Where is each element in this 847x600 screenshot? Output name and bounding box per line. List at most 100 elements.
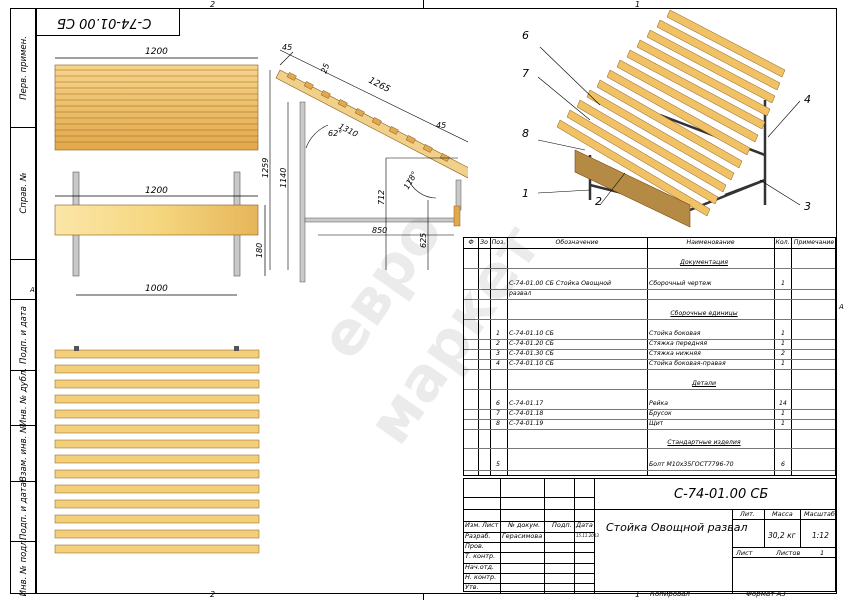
- designation-cell: развал: [509, 290, 532, 297]
- spec-header-cell: Кол.: [775, 239, 790, 246]
- tb-sheets-total: 1: [820, 549, 825, 557]
- top-divider: [423, 0, 424, 8]
- tb-label-massa: Масса: [772, 510, 793, 518]
- name-cell: Рейка: [649, 400, 669, 407]
- tb-label-podp: Подп.: [552, 521, 572, 529]
- dim-label: 712: [377, 190, 386, 205]
- dim-label: 625: [419, 233, 428, 248]
- name-cell: Сборочный чертеж: [649, 280, 712, 287]
- tb-developer: Герасимова: [502, 532, 543, 540]
- tb-label-nkontr: Н. контр.: [465, 573, 497, 581]
- dim-label: 1000: [145, 284, 168, 294]
- side-post: [299, 101, 306, 283]
- callout-label: 1: [522, 187, 529, 200]
- name-cell: Брусок: [649, 410, 672, 417]
- spec-header-cell: Примечание: [793, 239, 835, 246]
- spec-header-cell: Поз.: [491, 239, 506, 246]
- side-post-front: [455, 179, 462, 211]
- slanted-slats: [275, 69, 468, 179]
- name-cell: Стойка боковая: [649, 330, 701, 337]
- dim-label: 1259: [261, 158, 270, 178]
- spec-row: 5 Болт М10х35ГОСТ7796-70 6: [464, 460, 835, 471]
- name-cell: Щит: [649, 420, 664, 427]
- tb-label-list: Лист: [482, 521, 499, 529]
- zone-mark-right: А: [839, 303, 844, 311]
- front-board-side: [453, 205, 461, 227]
- dim-label: 62°: [328, 129, 342, 138]
- callout-label: 4: [804, 93, 811, 106]
- spec-header-cell: Обозначение: [555, 239, 599, 246]
- spec-row: 3 С-74-01.30 СБ Стяжка нижняя 2: [464, 349, 835, 360]
- side-stamp-label: Подп. и дата: [19, 482, 29, 540]
- section-title: Сборочные единицы: [670, 310, 738, 317]
- name-cell: Стойка боковая-правая: [649, 360, 726, 367]
- tb-label-utv: Утв.: [465, 583, 479, 591]
- spec-row: 2 С-74-01.20 СБ Стяжка передняя 1: [464, 339, 835, 350]
- drawing-code-rotated: С-74-01.00 СБ: [57, 15, 152, 30]
- dim-label: 1265: [367, 76, 392, 95]
- dim-label: 1200: [145, 186, 168, 196]
- qty-cell: 1: [781, 280, 785, 287]
- sheet-mark-bottom-left: 2: [210, 590, 216, 599]
- dim-label: 180: [255, 243, 264, 258]
- top-view: [54, 346, 260, 554]
- tb-label-prov: Пров.: [465, 542, 484, 550]
- section-title: Документация: [680, 259, 728, 266]
- col-line: [507, 238, 508, 475]
- qty-cell: 1: [781, 340, 785, 347]
- zone-mark-left: А: [30, 286, 35, 294]
- pos-cell: 8: [496, 420, 500, 427]
- tb-label-tkontr: Т. контр.: [465, 552, 496, 560]
- tb-label-nachotd: Нач.отд.: [465, 563, 495, 571]
- side-stamp-label: Перв. примен.: [19, 36, 29, 100]
- spec-row: 8 С-74-01.19 Щит 1: [464, 419, 835, 430]
- tb-date: 15.11.2013: [576, 533, 599, 538]
- slat-block: [54, 64, 259, 151]
- tb-label-masshtab: Масштаб: [804, 510, 835, 518]
- tb-scale: 1:12: [812, 531, 829, 540]
- side-stamp-label: Инв. № подл.: [19, 537, 29, 597]
- side-stamp-cell: Подп. и дата: [11, 299, 37, 371]
- spec-header-cell: Наименование: [686, 239, 735, 246]
- side-stamp-label: Взам. инв. №: [19, 424, 29, 482]
- designation-cell: С-74-01.10 СБ: [509, 330, 554, 337]
- qty-cell: 6: [781, 461, 785, 468]
- designation-cell: С-74-01.00 СБ Стойка Овощной: [509, 280, 612, 287]
- dim-label: 25: [319, 62, 331, 75]
- qty-cell: 1: [781, 420, 785, 427]
- tb-label-razrab: Разраб.: [465, 532, 491, 540]
- callout-label: 6: [522, 29, 529, 42]
- col-line: [478, 238, 479, 475]
- name-cell: Стяжка нижняя: [649, 350, 701, 357]
- spec-header-cell: Ф: [468, 239, 474, 246]
- pos-cell: 3: [496, 350, 500, 357]
- spec-row: развал: [464, 289, 835, 300]
- spec-header-row: Ф Зо Поз. Обозначение Наименование Кол. …: [464, 238, 835, 249]
- section-title: Детали: [691, 380, 716, 387]
- title-name: Стойка Овощной развал: [606, 521, 748, 534]
- tb-mass: 30,2 кг: [768, 531, 796, 540]
- tb-label-list2: Лист: [736, 549, 753, 557]
- spec-row: Стандартные изделия: [464, 438, 835, 449]
- section-title: Стандартные изделия: [667, 439, 741, 446]
- pos-cell: 1: [496, 330, 500, 337]
- qty-cell: 14: [779, 400, 787, 407]
- designation-cell: С-74-01.18: [509, 410, 544, 417]
- designation-cell: С-74-01.17: [509, 400, 544, 407]
- side-stamp-cell: Взам. инв. №: [11, 424, 37, 482]
- dim-label: 45: [436, 121, 446, 130]
- col-line: [490, 238, 491, 475]
- side-stamp-cell: Подп. и дата: [11, 481, 37, 542]
- qty-cell: 2: [781, 350, 785, 357]
- tb-label-data: Дата: [576, 521, 593, 529]
- spec-row: 6 С-74-01.17 Рейка 14: [464, 399, 835, 410]
- dim-label: 1140: [279, 168, 288, 188]
- sheet-mark-top-left: 2: [210, 0, 216, 9]
- drawing-frame: [36, 8, 837, 594]
- tb-label-lit: Лит.: [740, 510, 755, 518]
- title-code: С-74-01.00 СБ: [674, 487, 769, 502]
- designation-cell: С-74-01.20 СБ: [509, 340, 554, 347]
- drawing-code-box: С-74-01.00 СБ: [36, 8, 180, 36]
- side-view: 45 25 1265 62° 1310 45 75 1259 1140 712 …: [261, 43, 468, 283]
- designation-cell: С-74-01.30 СБ: [509, 350, 554, 357]
